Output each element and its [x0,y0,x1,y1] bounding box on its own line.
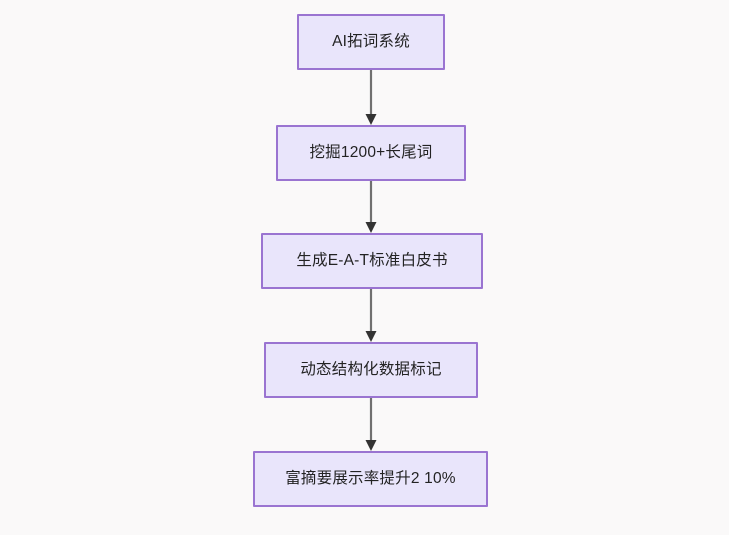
flow-node-rich-snippet-rate-increase[interactable]: 富摘要展示率提升2 10% [253,451,488,507]
flow-node-mine-longtail-keywords[interactable]: 挖掘1200+长尾词 [276,125,466,181]
flow-node-label: 动态结构化数据标记 [300,360,442,378]
flow-node-label: 挖掘1200+长尾词 [309,143,433,161]
flow-arrow-3 [363,289,379,342]
flow-node-dynamic-structured-data-markup[interactable]: 动态结构化数据标记 [264,342,478,398]
flow-node-label: AI拓词系统 [332,32,410,50]
flow-node-label: 生成E-A-T标准白皮书 [296,251,448,269]
flow-arrow-1 [363,70,379,125]
flow-node-generate-eat-whitepaper[interactable]: 生成E-A-T标准白皮书 [261,233,483,289]
flow-arrow-2 [363,181,379,233]
flow-node-label: 富摘要展示率提升2 10% [285,469,456,487]
flow-arrow-4 [363,398,379,451]
flow-node-ai-keyword-system[interactable]: AI拓词系统 [297,14,445,70]
